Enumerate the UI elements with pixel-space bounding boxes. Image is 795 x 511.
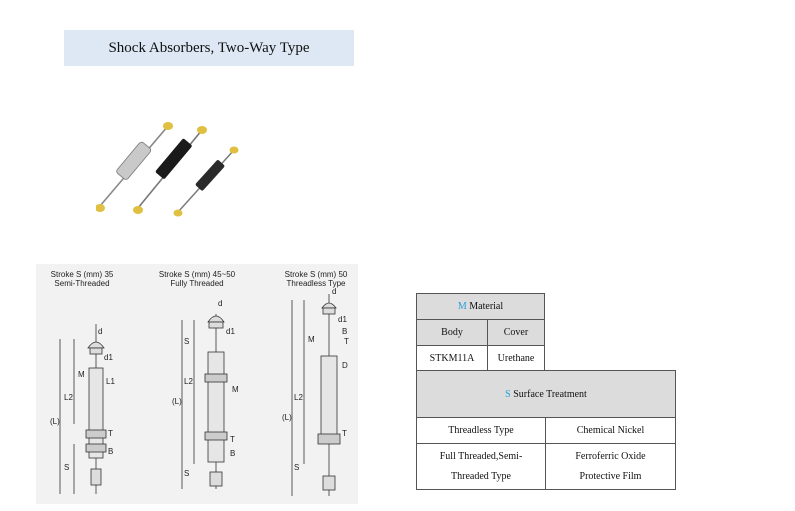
dim-label-m: M [232,385,239,394]
drawing-label-semi-threaded: Stroke S (mm) 35 Semi-Threaded [42,270,122,288]
dim-label-t: T [342,429,347,438]
drawing-type-label: Fully Threaded [170,279,224,288]
surface-type-threadless: Threadless Type [416,417,546,444]
dim-label-d: d [332,287,336,296]
dim-label-d-body: D [342,361,348,370]
surface-treatment-line1: Ferroferric Oxide [575,451,646,462]
drawing-stroke-label: Stroke S (mm) 50 [284,270,348,279]
dim-label-s: S [294,463,299,472]
dim-label-b: B [108,447,113,456]
dim-label-l: (L) [50,417,60,426]
surface-treatment-threaded: Ferroferric Oxide Protective Film [545,443,676,490]
cover-value: Urethane [487,345,545,372]
dim-label-t: T [108,429,113,438]
dim-label-m: M [308,335,315,344]
shock-absorber-small [173,146,239,217]
dim-label-d1: d1 [104,353,113,362]
drawing-type-label: Semi-Threaded [54,279,110,288]
dim-label-t: T [344,337,349,346]
dim-label-b: B [230,449,235,458]
dim-label-d: d [218,299,222,308]
shock-absorber-black [133,126,207,214]
dim-label-d: d [98,327,102,336]
dim-label-l2: L2 [294,393,303,402]
surface-type-line1: Full Threaded,Semi- [439,451,523,462]
product-photo [96,122,239,217]
drawing-label-fully-threaded: Stroke S (mm) 45~50 Fully Threaded [152,270,242,288]
dim-label-l: (L) [282,413,292,422]
drawing-stroke-label: Stroke S (mm) 35 [50,270,114,279]
material-header-text: Material [469,301,504,312]
drawing-label-threadless: Stroke S (mm) 50 Threadless Type [276,270,356,288]
surface-type-threaded: Full Threaded,Semi- Threaded Type [416,443,546,490]
dim-label-l1: L1 [106,377,115,386]
drawing-type-label: Threadless Type [286,279,346,288]
surface-header: S Surface Treatment [416,370,676,418]
dim-label-m: M [78,370,85,379]
surface-treatment-threadless: Chemical Nickel [545,417,676,444]
drawing-lines: d d1 M L1 L2 (L) T B S d d1 M (L) L2 T B… [50,287,349,496]
dim-label-t: T [230,435,235,444]
surface-treatment-line2: Protective Film [579,471,642,482]
material-header: M Material [416,293,545,320]
dim-label-b: B [342,327,347,336]
drawing-stroke-label: Stroke S (mm) 45~50 [158,270,236,279]
cover-label: Cover [487,319,545,346]
body-value: STKM11A [416,345,488,372]
dim-label-l2: L2 [184,377,193,386]
dim-label-l: (L) [172,397,182,406]
body-label: Body [416,319,488,346]
surface-type-line2: Threaded Type [451,471,511,482]
surface-table: S Surface Treatment Threadless Type Chem… [416,370,676,490]
dim-label-d1: d1 [226,327,235,336]
surface-letter: S [505,388,511,400]
page-title-text: Shock Absorbers, Two-Way Type [108,39,310,56]
material-table: M Material Body Cover STKM11A Urethane [416,293,545,372]
dim-label-s: S [64,463,69,472]
dim-label-l2: L2 [64,393,73,402]
page-title: Shock Absorbers, Two-Way Type [64,30,354,66]
material-letter: M [457,301,467,312]
surface-header-text: Surface Treatment [513,388,587,400]
shock-absorber-silver [96,122,173,212]
dim-label-d1: d1 [338,315,347,324]
technical-drawings: Stroke S (mm) 35 Semi-Threaded Stroke S … [36,264,358,504]
dim-label-s: S [184,469,189,478]
dim-label-s: S [184,337,189,346]
